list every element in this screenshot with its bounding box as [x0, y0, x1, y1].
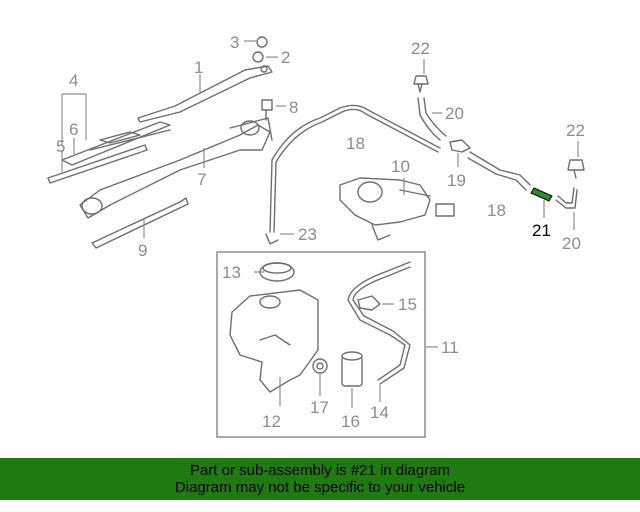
callout-2[interactable]: 2 [281, 48, 290, 67]
callout-12[interactable]: 12 [262, 412, 281, 431]
wiper-linkage-part-7[interactable] [79, 117, 273, 219]
callout-22-upper[interactable]: 22 [411, 39, 430, 58]
callout-20-right[interactable]: 20 [562, 234, 581, 253]
callout-16[interactable]: 16 [341, 412, 360, 431]
hose-part-14[interactable] [347, 261, 411, 385]
hose-part-18-right[interactable] [467, 151, 531, 191]
nut-part-2[interactable] [252, 51, 264, 63]
callout-5[interactable]: 5 [56, 137, 65, 156]
callout-15[interactable]: 15 [398, 295, 417, 314]
hose-part-21-highlighted[interactable] [530, 187, 553, 202]
wiper-arm-part-1[interactable] [137, 65, 273, 123]
washer-pump-part-16[interactable] [341, 351, 363, 387]
connector-part-23[interactable] [265, 233, 279, 245]
hose-part-20-upper[interactable] [417, 97, 447, 141]
grommet-part-17[interactable] [312, 358, 328, 374]
callout-22-right[interactable]: 22 [566, 121, 585, 140]
wiper-motor-part-10[interactable] [339, 177, 455, 241]
banner-line-1: Part or sub-assembly is #21 in diagram [189, 462, 451, 479]
wiper-blade-part-4[interactable] [47, 121, 171, 184]
callout-14[interactable]: 14 [370, 403, 389, 422]
callout-9[interactable]: 9 [138, 241, 147, 260]
nozzle-part-22-upper[interactable] [413, 75, 429, 93]
callout-4[interactable]: 4 [69, 71, 78, 90]
nozzle-part-22-right[interactable] [567, 159, 585, 179]
callout-21-highlighted[interactable]: 21 [532, 221, 551, 240]
washer-tank-part-12[interactable] [229, 289, 319, 393]
callout-23[interactable]: 23 [298, 225, 317, 244]
callout-18-right[interactable]: 18 [487, 201, 506, 220]
callout-20-upper[interactable]: 20 [445, 104, 464, 123]
callout-3[interactable]: 3 [230, 33, 239, 52]
rod-part-9[interactable] [91, 197, 189, 249]
parts-diagram: 3 2 1 4 6 5 8 7 9 18 23 10 22 20 19 18 2… [47, 33, 585, 438]
hose-part-20-right[interactable] [555, 187, 578, 209]
part-info-banner: Part or sub-assembly is #21 in diagram D… [0, 458, 640, 500]
hose-part-18-left[interactable] [269, 104, 441, 233]
joint-part-19[interactable] [449, 139, 471, 153]
callout-10[interactable]: 10 [391, 157, 410, 176]
callout-8[interactable]: 8 [289, 98, 298, 117]
callout-18-left[interactable]: 18 [346, 134, 365, 153]
reservoir-group-frame [216, 251, 426, 438]
clip-part-15[interactable] [357, 295, 381, 311]
tank-cap-part-13[interactable] [259, 262, 295, 282]
callout-17[interactable]: 17 [310, 398, 329, 417]
leader-lines [61, 40, 579, 408]
callout-13[interactable]: 13 [222, 263, 241, 282]
callout-19[interactable]: 19 [447, 171, 466, 190]
callout-11[interactable]: 11 [441, 338, 459, 357]
callout-6[interactable]: 6 [69, 120, 78, 139]
banner-line-2: Diagram may not be specific to your vehi… [174, 479, 466, 496]
callout-1[interactable]: 1 [194, 58, 203, 77]
bolt-part-8[interactable] [261, 99, 273, 121]
callout-7[interactable]: 7 [197, 170, 206, 189]
cap-part-3[interactable] [256, 36, 268, 48]
